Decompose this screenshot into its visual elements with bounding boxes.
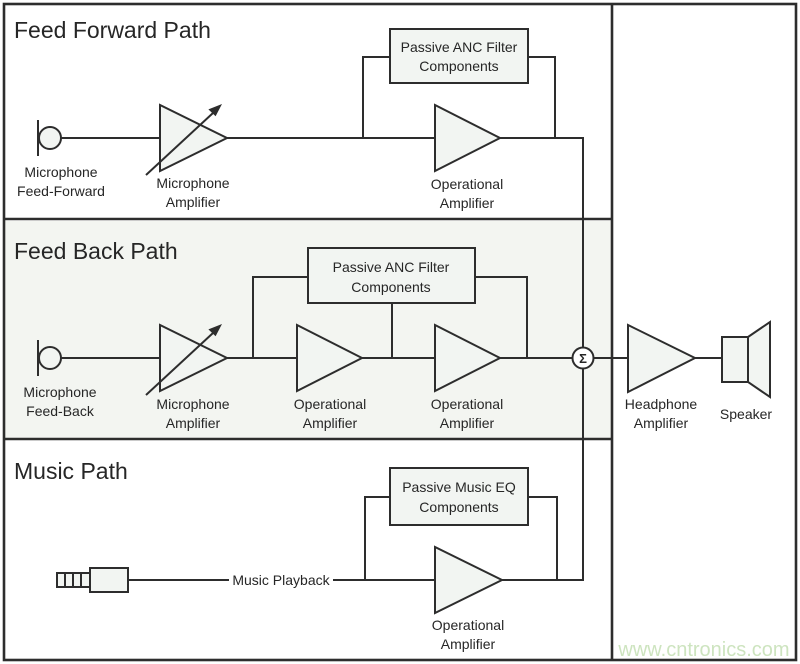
amplifier-triangle [159,323,230,393]
fb-filter-box-label-line1: Passive ANC Filter [333,259,450,275]
fb-opamp2-label-line2: Amplifier [440,415,495,431]
fb-mic-label-line2: Feed-Back [26,403,95,419]
eq-box-label-line1: Passive Music EQ [402,479,516,495]
headphone-amp-label-line1: Headphone [625,396,698,412]
ff-filter-box-label-line1: Passive ANC Filter [401,39,518,55]
speaker-label: Speaker [720,406,772,422]
microphone-capsule [38,346,62,370]
fb-mic-label-line1: Microphone [23,384,96,400]
feed-back-section: Feed Back Path Microphone Feed-Back Micr… [14,238,572,431]
fb-opamp2-label-line1: Operational [431,396,503,412]
fb-operational-amplifier1-symbol [296,323,365,393]
music-section: Music Path Music Playback Passive Music … [14,368,584,652]
speaker-driver [721,336,749,383]
ff-opamp-label-line2: Amplifier [440,195,495,211]
fb-filter-left-connector [252,276,308,358]
ff-wire-to-summation [500,137,584,348]
jack-body [89,567,129,593]
headphone-amplifier-symbol [627,323,698,394]
speaker-icon [721,320,771,399]
fb-opamp1-label-line1: Operational [294,396,366,412]
feed-forward-title: Feed Forward Path [14,17,211,43]
ff-operational-amplifier-symbol [434,103,503,173]
fb-operational-amplifier2-symbol [434,323,503,393]
ff-mic-amp-label-line1: Microphone [156,175,229,191]
music-wire-to-summation [502,368,584,581]
watermark-text: www.cntronics.com [617,639,789,661]
gain-arrow-icon [145,332,214,396]
ff-opamp-label-line1: Operational [431,176,503,192]
ff-filter-output-connector [528,56,556,138]
gain-arrowhead-icon [208,324,222,337]
ff-anc-filter-box [389,28,529,84]
output-stage-section: Σ Headphone Amplifier Speaker [571,320,772,431]
summation-symbol: Σ [579,351,587,366]
fb-mic-amp-label-line2: Amplifier [166,415,221,431]
eq-input-connector [364,496,390,580]
music-title: Music Path [14,458,128,484]
fb-filter-box-label-line2: Components [351,279,430,295]
fb-filter-right-connector [475,276,528,358]
ff-mic-label-line2: Feed-Forward [17,183,105,199]
microphone-feedforward-icon [37,120,62,156]
headphone-amp-label-line2: Amplifier [634,415,689,431]
music-playback-label: Music Playback [232,572,330,588]
gain-arrowhead-icon [208,104,222,117]
fb-anc-filter-box [307,247,476,304]
fb-opamp1-label-line2: Amplifier [303,415,358,431]
ff-filter-box-label-line2: Components [419,58,498,74]
feed-forward-section: Feed Forward Path Microphone Feed-Forwar… [14,17,584,348]
music-opamp-label-line2: Amplifier [441,636,496,652]
fb-mic-amp-label-line1: Microphone [156,396,229,412]
ff-microphone-amplifier-symbol [145,103,230,176]
microphone-feedback-icon [37,340,62,376]
fb-microphone-amplifier-symbol [145,323,230,396]
music-opamp-label-line1: Operational [432,617,504,633]
ff-mic-amp-label-line2: Amplifier [166,194,221,210]
ff-mic-label-line1: Microphone [24,164,97,180]
music-eq-box [389,467,529,526]
eq-box-label-line2: Components [419,499,498,515]
feed-back-title: Feed Back Path [14,238,178,264]
amplifier-triangle [159,103,230,173]
ff-filter-input-connector [362,56,390,138]
speaker-cone [747,320,771,399]
audio-jack-icon [56,567,129,593]
eq-output-connector [528,496,558,580]
gain-arrow-icon [145,112,214,176]
music-operational-amplifier-symbol [434,545,505,615]
microphone-capsule [38,126,62,150]
